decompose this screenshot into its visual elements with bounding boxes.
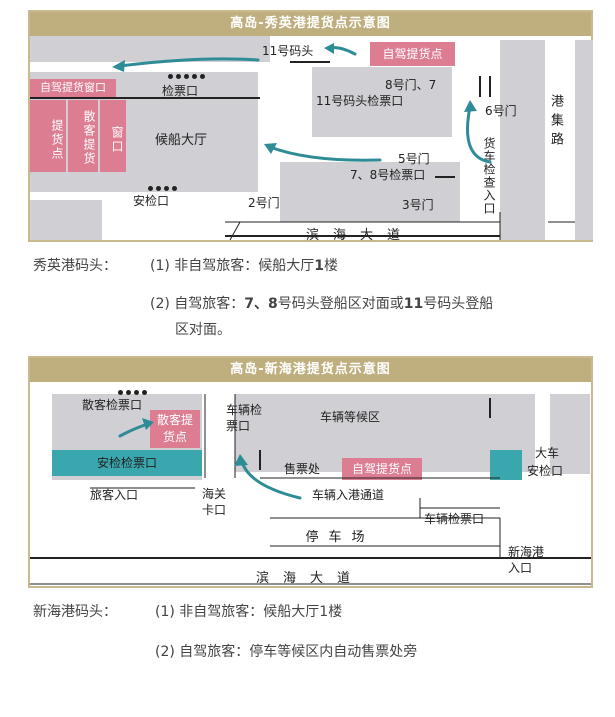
dots-walkin-check (118, 390, 147, 396)
parking-label: 停车场 (305, 530, 375, 545)
xinhai-entry-label: 新海港入口 (508, 545, 545, 575)
caption1-line1-prefix: (1) 非自驾旅客：候船大厅 (150, 258, 315, 274)
caption1-line2-bold1: 7、8 (244, 296, 278, 312)
vehicle-entry-label: 车辆入港通道 (312, 488, 385, 502)
walkin-pickup-box: 散客提货点 (150, 410, 200, 448)
pier11-label: 11号码头 (262, 44, 314, 58)
waiting-hall-label: 候船大厅 (155, 133, 208, 148)
map-xinhai: 高岛-新海港提货点示意图 安检检票口 散客提货点 自驾提货点 散客检票口 车辆检… (28, 356, 593, 588)
caption1-line3: 区对面。 (175, 322, 231, 338)
caption1-line2-prefix: (2) 自驾旅客： (150, 296, 245, 312)
caption2-line1: (1) 非自驾旅客：候船大厅1楼 (155, 604, 343, 620)
map-xinhai-title: 高岛-新海港提货点示意图 (30, 358, 591, 382)
walkin-check-label: 散客检票口 (82, 398, 143, 412)
caption1-line1: (1) 非自驾旅客：候船大厅1楼 (150, 256, 338, 276)
caption1-line2-bold2: 11 (403, 296, 424, 312)
ticket-check-label: 检票口 (162, 84, 199, 98)
self-drive-pickup-box: 自驾提货点 (342, 458, 422, 480)
caption2-line2: (2) 自驾旅客：停车等候区内自动售票处旁 (155, 644, 418, 660)
vehicle-check-bottom-label: 车辆检票口 (424, 512, 485, 526)
block-lower-center (280, 162, 460, 222)
block-bottom-left (30, 200, 102, 240)
gate5-label: 5号门 (398, 152, 430, 166)
customs-label: 海关卡口 (202, 487, 227, 517)
road-gangji: 港集路 (548, 94, 563, 151)
gate2-label: 2号门 (248, 196, 280, 210)
passenger-entry-label: 旅客入口 (90, 488, 139, 502)
caption1-line2-suffix: 号码头登船 (423, 296, 494, 312)
self-drive-pickup-top: 自驾提货点 (370, 42, 455, 66)
pier11-check-label: 11号码头检票口 (316, 94, 404, 108)
block-far-right (575, 40, 593, 240)
window-box: 窗口 (100, 100, 126, 172)
security-label-2: 安检口 (527, 464, 564, 478)
map-xinhai-lines (30, 394, 591, 585)
block-center (312, 67, 452, 137)
vehicle-waiting-label: 车辆等候区 (320, 410, 381, 424)
security-label: 安检口 (133, 194, 170, 208)
self-drive-window: 自驾提货窗口 (30, 79, 116, 97)
gate6-label: 6号门 (485, 104, 517, 118)
map-xiuying-lines (30, 43, 575, 240)
caption1-line2-mid: 号码头登船区对面或 (277, 296, 404, 312)
gate3-label: 3号门 (402, 198, 434, 212)
big-truck-security-bar (490, 450, 522, 480)
block-right-small (550, 394, 590, 474)
caption2-head: 新海港码头： (33, 604, 117, 620)
big-truck-label: 大车 (535, 446, 560, 460)
map-xiuying: 高岛-秀英港提货点示意图 自驾提货点 自驾提货窗口 提货点 散客提货 窗口 11… (28, 10, 593, 243)
pickup-point-box: 提货点 (30, 100, 66, 172)
security-check-bar: 安检检票口 (52, 450, 202, 476)
caption1-line1-bold: 1 (314, 258, 325, 274)
caption1-line2: (2) 自驾旅客：7、8号码头登船区对面或11号码头登船 (150, 294, 493, 314)
walkin-pickup-box: 散客提货 (68, 100, 98, 172)
truck-check-label: 货车检查入口 (482, 137, 496, 215)
pier78-check-label: 7、8号检票口 (350, 168, 426, 182)
caption1-line1-suffix: 楼 (324, 258, 339, 274)
block-right (500, 40, 545, 240)
map-xiuying-title: 高岛-秀英港提货点示意图 (30, 12, 591, 36)
dots-security (148, 186, 177, 192)
road-binhai-2: 滨海大道 (255, 571, 364, 586)
ticket-office-label: 售票处 (284, 462, 321, 476)
gate-8-7-label: 8号门、7 (385, 78, 437, 92)
dots-ticket-check (168, 74, 205, 80)
caption1-head: 秀英港码头： (33, 258, 117, 274)
